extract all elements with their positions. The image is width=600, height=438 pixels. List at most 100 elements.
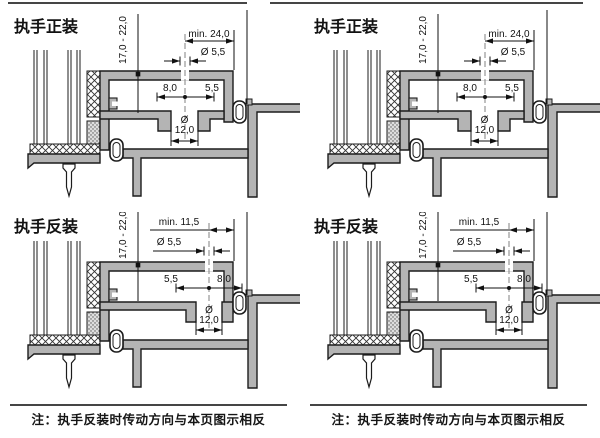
foam-block xyxy=(86,120,101,145)
drip-gasket xyxy=(362,163,376,199)
bottom-wall-right xyxy=(497,110,525,132)
diagram-title: 执手正装 xyxy=(14,17,78,36)
frame-bottom xyxy=(422,148,549,197)
foam-block xyxy=(386,311,401,336)
spindle-hole xyxy=(205,260,213,272)
sash-chamber xyxy=(399,70,534,151)
frame-overlap xyxy=(247,294,300,389)
dim-slot-label: 12,0 xyxy=(175,125,195,136)
dim-vertical-label: 17,0 - 22,0 xyxy=(118,212,129,259)
dim-seg-left-label: 5,5 xyxy=(464,274,478,285)
note-text-left: 注：执手反装时传动方向与本页图示相反 xyxy=(31,413,266,427)
drip-gasket xyxy=(62,354,76,390)
dim-slot-symbol: Ø xyxy=(505,305,513,316)
profile-section xyxy=(327,212,600,390)
bottom-rule-right xyxy=(310,404,587,406)
foam-block xyxy=(386,120,401,145)
glazing-bridge xyxy=(29,334,101,346)
sill xyxy=(27,344,101,361)
frame-overlap xyxy=(547,294,600,389)
sash-chamber xyxy=(99,70,234,151)
bottom-wall-right xyxy=(521,301,534,323)
dim-center-dot xyxy=(507,286,511,290)
dim-seg-left-label: 8,0 xyxy=(163,83,177,94)
dim-anchor-dot xyxy=(135,262,141,268)
profile-section xyxy=(27,212,300,390)
bottom-wall-right xyxy=(197,110,225,132)
glazing-bridge xyxy=(29,143,101,155)
top-rule-left xyxy=(8,2,247,4)
bottom-wall-left xyxy=(399,301,497,323)
dim-slot-label: 12,0 xyxy=(499,315,519,326)
dim-min-label: min. 24,0 xyxy=(488,29,530,40)
diagram-title: 执手反装 xyxy=(314,217,378,236)
frame-lip xyxy=(245,98,253,106)
dim-hole-label: Ø 5,5 xyxy=(501,47,526,58)
frame-lip xyxy=(245,289,253,297)
dim-seg-left-label: 5,5 xyxy=(164,274,178,285)
sill xyxy=(27,153,101,170)
profile-section xyxy=(327,10,600,199)
dim-slot-symbol: Ø xyxy=(205,305,213,316)
glazing-bridge xyxy=(329,334,401,346)
glazing-bridge xyxy=(329,143,401,155)
dim-center-dot xyxy=(207,286,211,290)
dim-min-label: min. 11,5 xyxy=(459,217,500,228)
dim-vertical-label: 17,0 - 22,0 xyxy=(418,212,429,259)
glazing-hatch xyxy=(86,70,101,118)
dim-seg-right-label: 8,0 xyxy=(217,274,231,285)
dim-seg-right-label: 5,5 xyxy=(505,83,519,94)
dim-hole-label: Ø 5,5 xyxy=(157,237,182,248)
dim-slot-symbol: Ø xyxy=(481,115,489,126)
dim-center-dot xyxy=(483,95,487,99)
sill xyxy=(327,344,401,361)
bottom-rule-left xyxy=(10,404,287,406)
foam-block xyxy=(86,311,101,336)
frame-lip xyxy=(545,98,553,106)
dim-slot-label: 12,0 xyxy=(199,315,219,326)
frame-overlap xyxy=(547,103,600,198)
sill xyxy=(327,153,401,170)
dim-seg-right-label: 5,5 xyxy=(205,83,219,94)
top-rule-right xyxy=(270,2,583,4)
dim-slot-label: 12,0 xyxy=(475,125,495,136)
bottom-wall-left xyxy=(99,110,172,132)
dim-anchor-dot xyxy=(435,262,441,268)
dim-hole-label: Ø 5,5 xyxy=(457,237,482,248)
profile-section xyxy=(27,10,300,199)
diagram-title: 执手正装 xyxy=(314,17,378,36)
diagram-title: 执手反装 xyxy=(14,217,78,236)
frame-lip xyxy=(545,289,553,297)
dim-seg-right-label: 8,0 xyxy=(517,274,531,285)
dim-min-label: min. 11,5 xyxy=(159,217,200,228)
glazing-hatch xyxy=(386,70,401,118)
bottom-wall-left xyxy=(99,301,197,323)
dim-min-label: min. 24,0 xyxy=(188,29,230,40)
frame-bottom xyxy=(122,148,249,197)
bottom-wall-left xyxy=(399,110,472,132)
frame-overlap xyxy=(247,103,300,198)
dim-hole-label: Ø 5,5 xyxy=(201,47,226,58)
frame-bottom xyxy=(122,339,249,388)
dim-anchor-dot xyxy=(135,71,141,77)
dim-vertical-label: 17,0 - 22,0 xyxy=(118,16,129,64)
dim-center-dot xyxy=(183,95,187,99)
note-text-right: 注：执手反装时传动方向与本页图示相反 xyxy=(331,413,566,427)
dim-vertical-label: 17,0 - 22,0 xyxy=(418,16,429,64)
glazing-hatch xyxy=(386,261,401,309)
dim-anchor-dot xyxy=(435,71,441,77)
spindle-hole xyxy=(505,260,513,272)
glazing-hatch xyxy=(86,261,101,309)
bottom-wall-right xyxy=(221,301,234,323)
drip-gasket xyxy=(62,163,76,199)
dim-seg-left-label: 8,0 xyxy=(463,83,477,94)
dim-slot-symbol: Ø xyxy=(181,115,189,126)
